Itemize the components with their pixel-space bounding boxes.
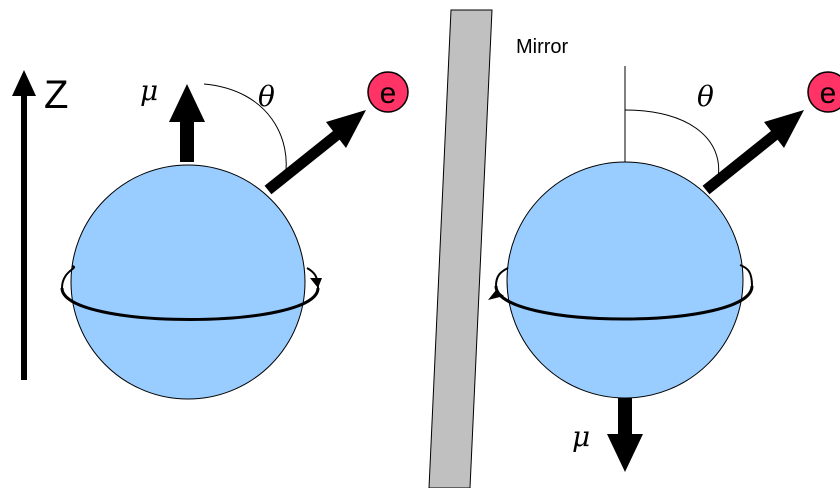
right-rotation-back-right bbox=[739, 264, 753, 287]
right-theta-label: θ bbox=[697, 80, 714, 113]
right-mu-label: μ bbox=[572, 420, 590, 453]
right-rotation-front bbox=[494, 285, 754, 321]
mirror bbox=[428, 9, 493, 488]
z-axis-label: Z bbox=[44, 73, 68, 117]
left-mu-arrow bbox=[169, 84, 205, 162]
left-mu-label: μ bbox=[140, 74, 158, 107]
right-rotation-back-left bbox=[495, 267, 509, 287]
left-rotation-front bbox=[60, 287, 320, 321]
right-theta-arc bbox=[624, 109, 720, 179]
left-theta-label: θ bbox=[258, 80, 275, 113]
left-electron-arrow bbox=[264, 110, 366, 195]
right-electron-arrow bbox=[702, 110, 804, 195]
left-rotation-arrowhead bbox=[310, 278, 322, 288]
right-mu-arrow bbox=[607, 398, 643, 472]
z-axis-arrow bbox=[12, 70, 36, 380]
right-electron-label: e bbox=[820, 77, 837, 110]
left-electron-label: e bbox=[380, 77, 397, 110]
right-rotation-arrowhead bbox=[488, 290, 504, 300]
right-sphere bbox=[506, 161, 744, 399]
left-electron-icon bbox=[367, 71, 409, 113]
left-theta-arc bbox=[203, 83, 287, 179]
left-sphere-group: μ θ e bbox=[60, 71, 409, 400]
right-sphere-group: μ θ e bbox=[488, 66, 840, 472]
right-electron-icon bbox=[807, 71, 840, 113]
left-rotation-back bbox=[61, 265, 75, 289]
left-sphere bbox=[70, 164, 306, 400]
mirror-label: Mirror bbox=[516, 36, 569, 58]
